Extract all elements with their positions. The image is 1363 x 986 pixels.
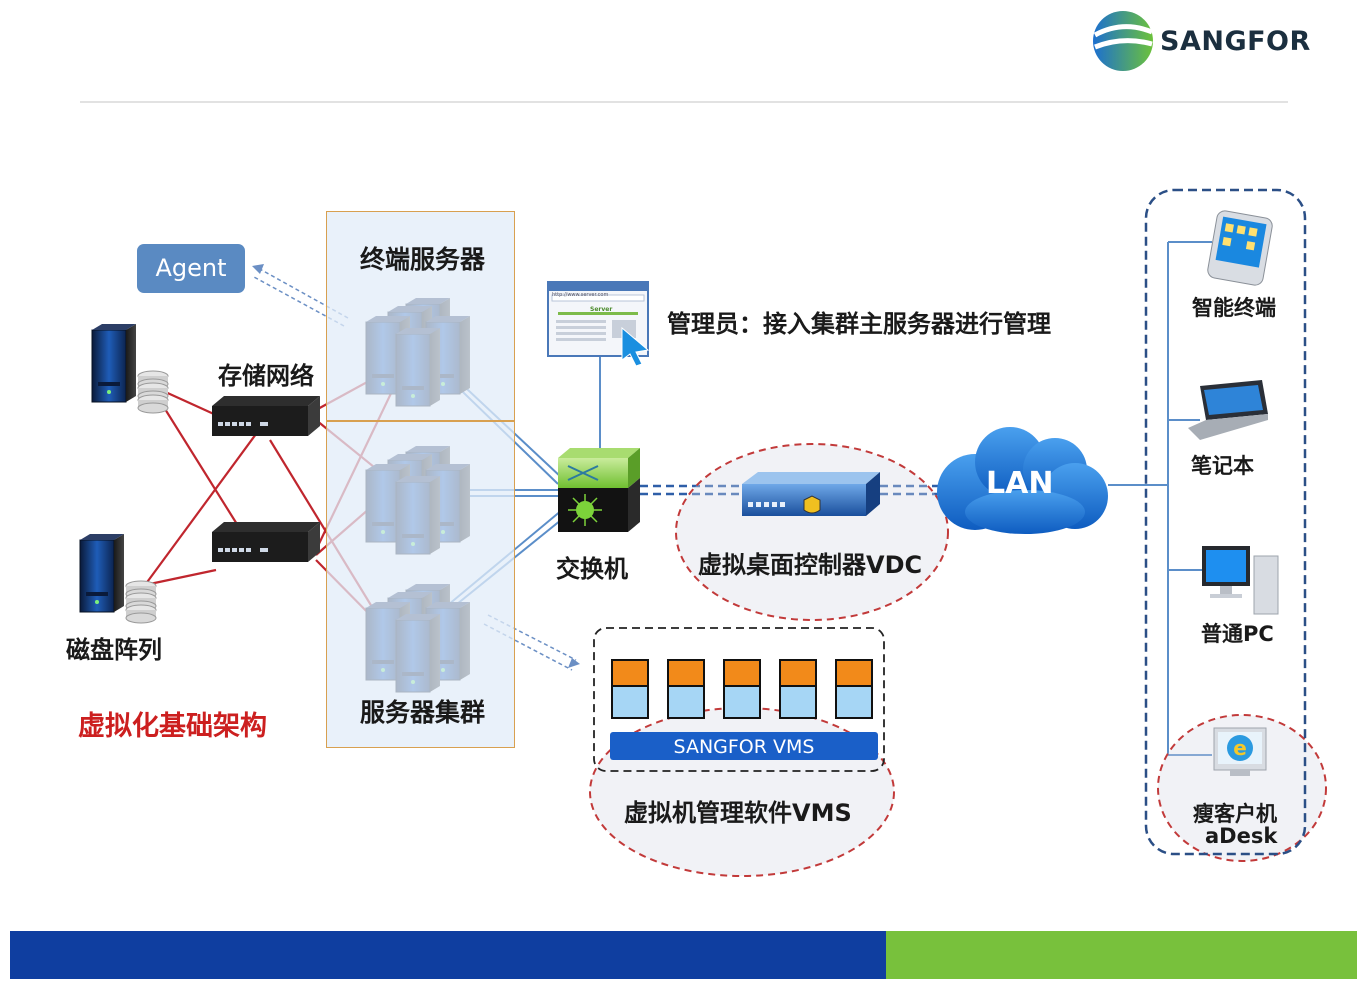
vms-box [593,627,885,772]
terminal-server-panel [326,211,515,421]
server-cluster-label: 服务器集群 [360,698,486,727]
vdc-links [640,484,940,496]
vdc-device-icon [742,472,880,516]
lan-cloud-icon [937,427,1108,534]
browser-url: http://www.server.com [552,292,609,298]
vm-slots [610,659,878,760]
smart-terminal-label: 智能终端 [1192,296,1276,320]
vms-label: 虚拟机管理软件VMS [624,799,852,827]
thin-client-icon: e [1213,727,1267,776]
storage-switch-icon [212,396,320,562]
brand-name: SANGFOR [1160,26,1311,57]
laptop-icon [1188,380,1268,440]
svg-text:e: e [1233,736,1247,760]
vms-bar-label: SANGFOR VMS [673,736,815,758]
header-divider [80,101,1288,103]
pc-label: 普通PC [1201,622,1274,646]
desktop-pc-icon [1202,546,1279,615]
virtual-infra-label: 虚拟化基础架构 [78,711,267,742]
adesk-label: aDesk [1205,824,1278,848]
smart-terminal-icon [1207,210,1273,286]
lan-label: LAN [986,466,1054,501]
core-switch-icon [558,448,640,532]
storage-network-label: 存储网络 [218,362,314,390]
footer-bar-green [886,931,1357,979]
thin-client-label: 瘦客户机 [1193,802,1277,826]
disk-array-icon [79,323,169,624]
sangfor-logo-icon [1093,11,1153,71]
disk-array-label: 磁盘阵列 [66,636,162,664]
footer-bar-blue [10,931,886,979]
admin-label: 管理员：接入集群主服务器进行管理 [667,310,1051,338]
browser-window-icon [547,281,650,367]
terminal-server-label: 终端服务器 [360,245,486,274]
vdc-label: 虚拟桌面控制器VDC [698,551,923,579]
switch-label: 交换机 [556,555,628,583]
laptop-label: 笔记本 [1191,454,1254,478]
agent-badge: Agent [137,244,245,293]
client-container [1144,188,1307,856]
server-cluster-panel [326,421,515,748]
browser-title: Server [590,306,613,313]
